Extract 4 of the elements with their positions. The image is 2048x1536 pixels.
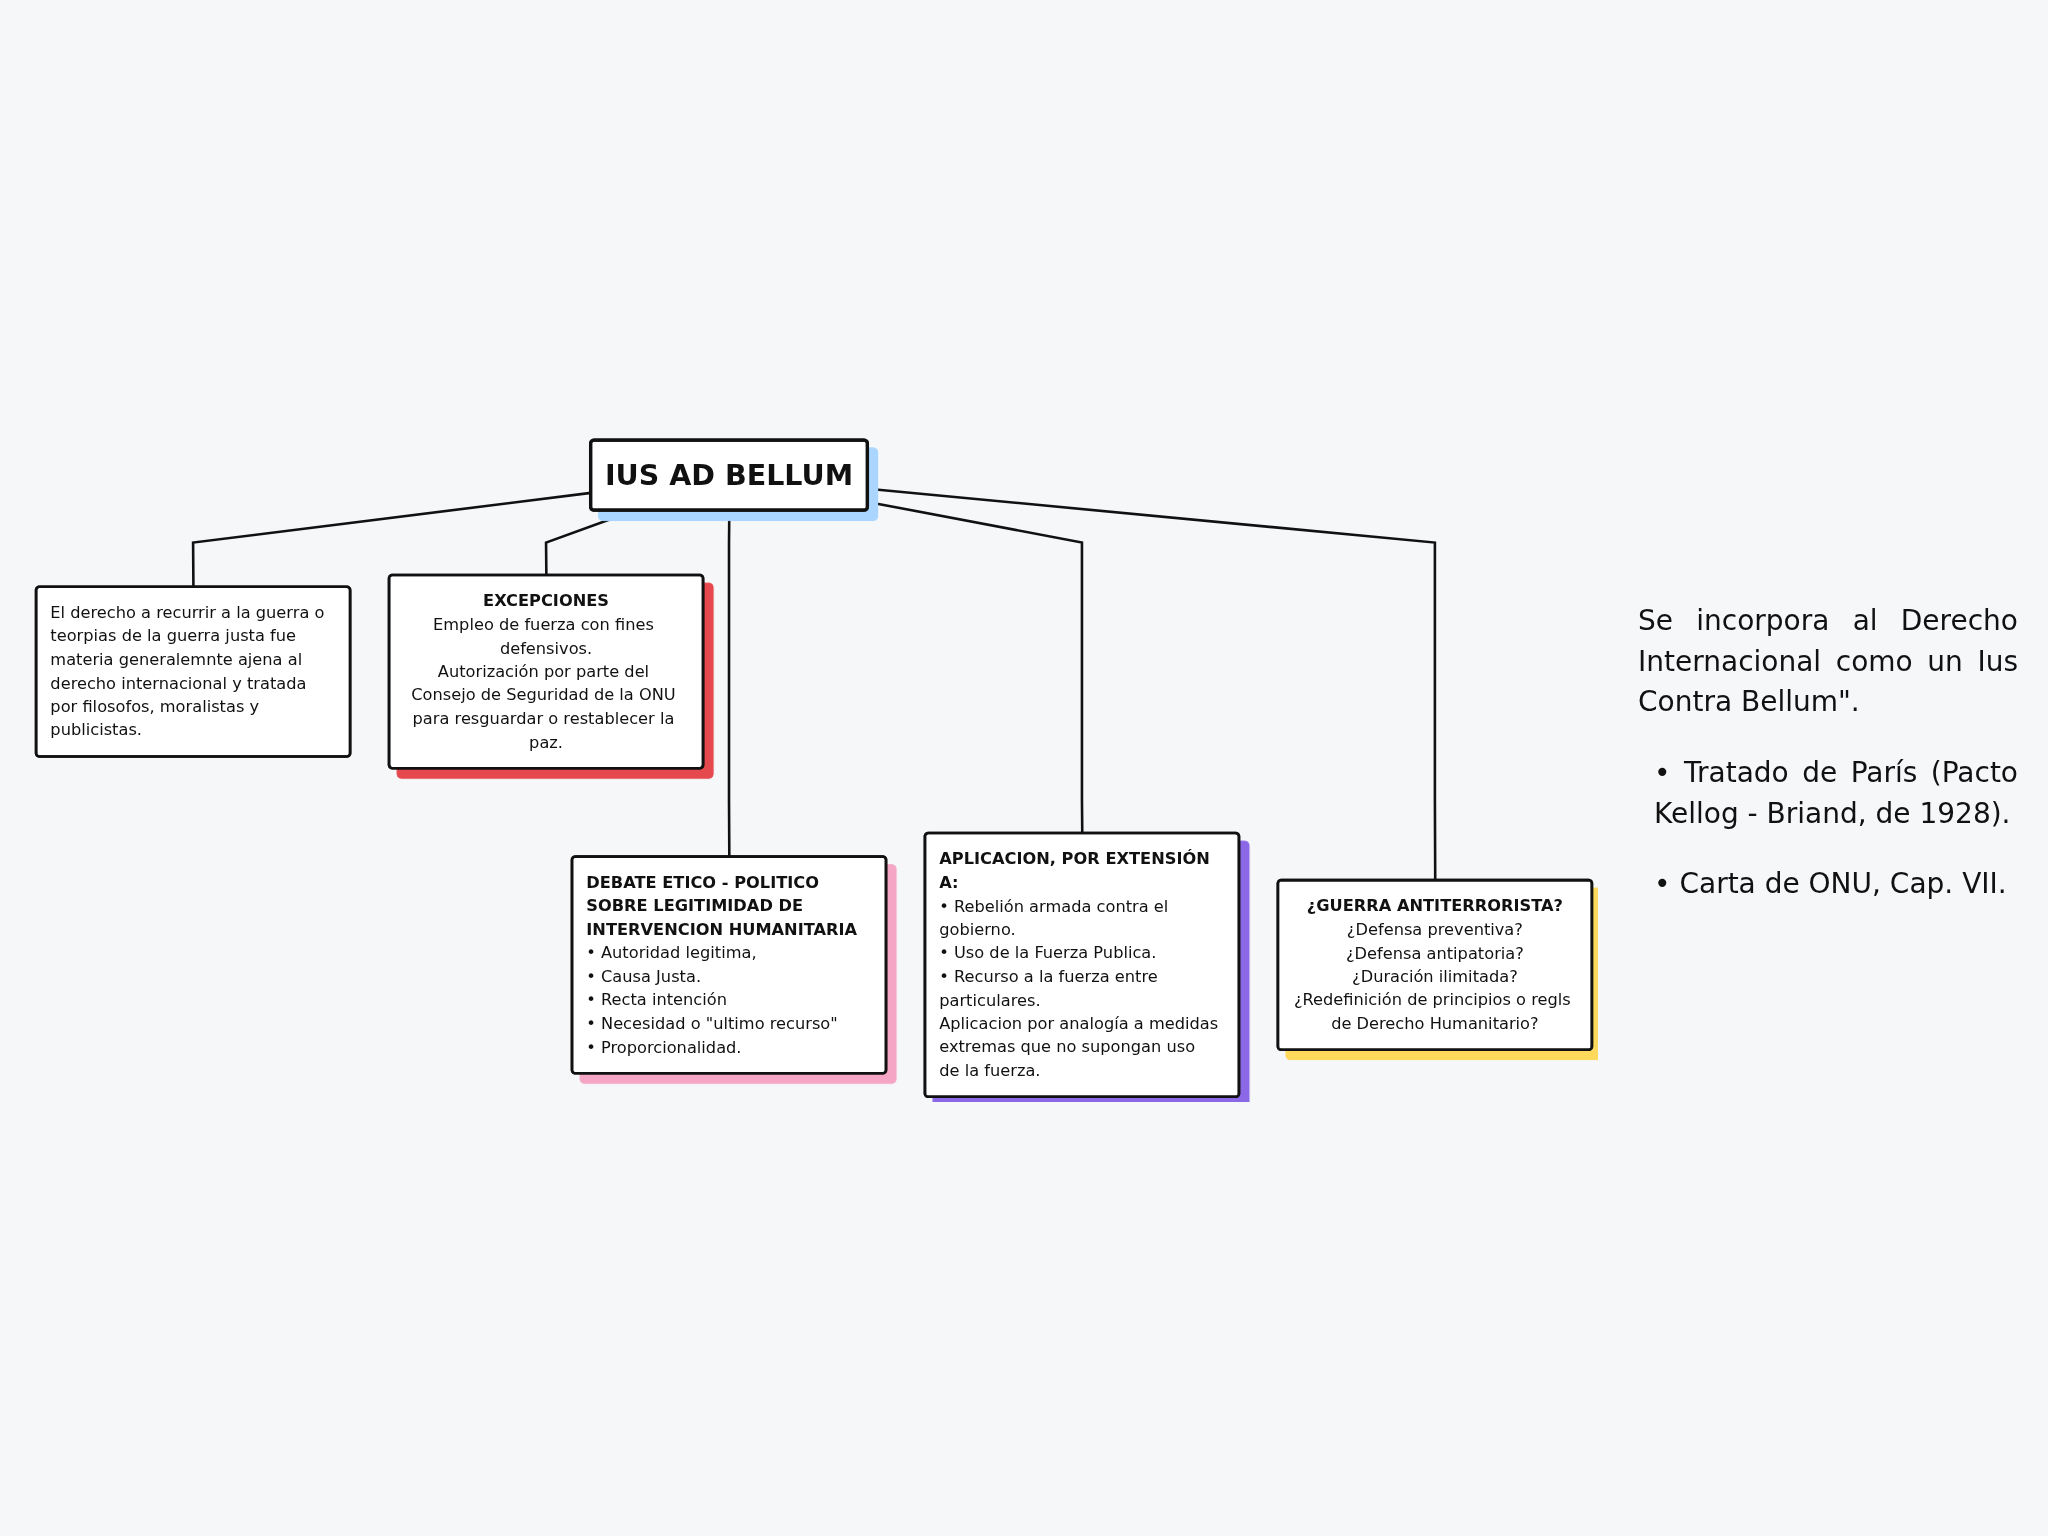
bullet-item: • Carta de ONU, Cap. VII.: [1654, 866, 2008, 903]
note-text: Se incorpora al Derecho Internacional como un Ius Contra Bellum".: [1638, 603, 2018, 721]
bullet-item: • Tratado de París (Pacto Kellog - Briand, de 1928).: [1654, 755, 2018, 832]
connector: [727, 509, 731, 857]
